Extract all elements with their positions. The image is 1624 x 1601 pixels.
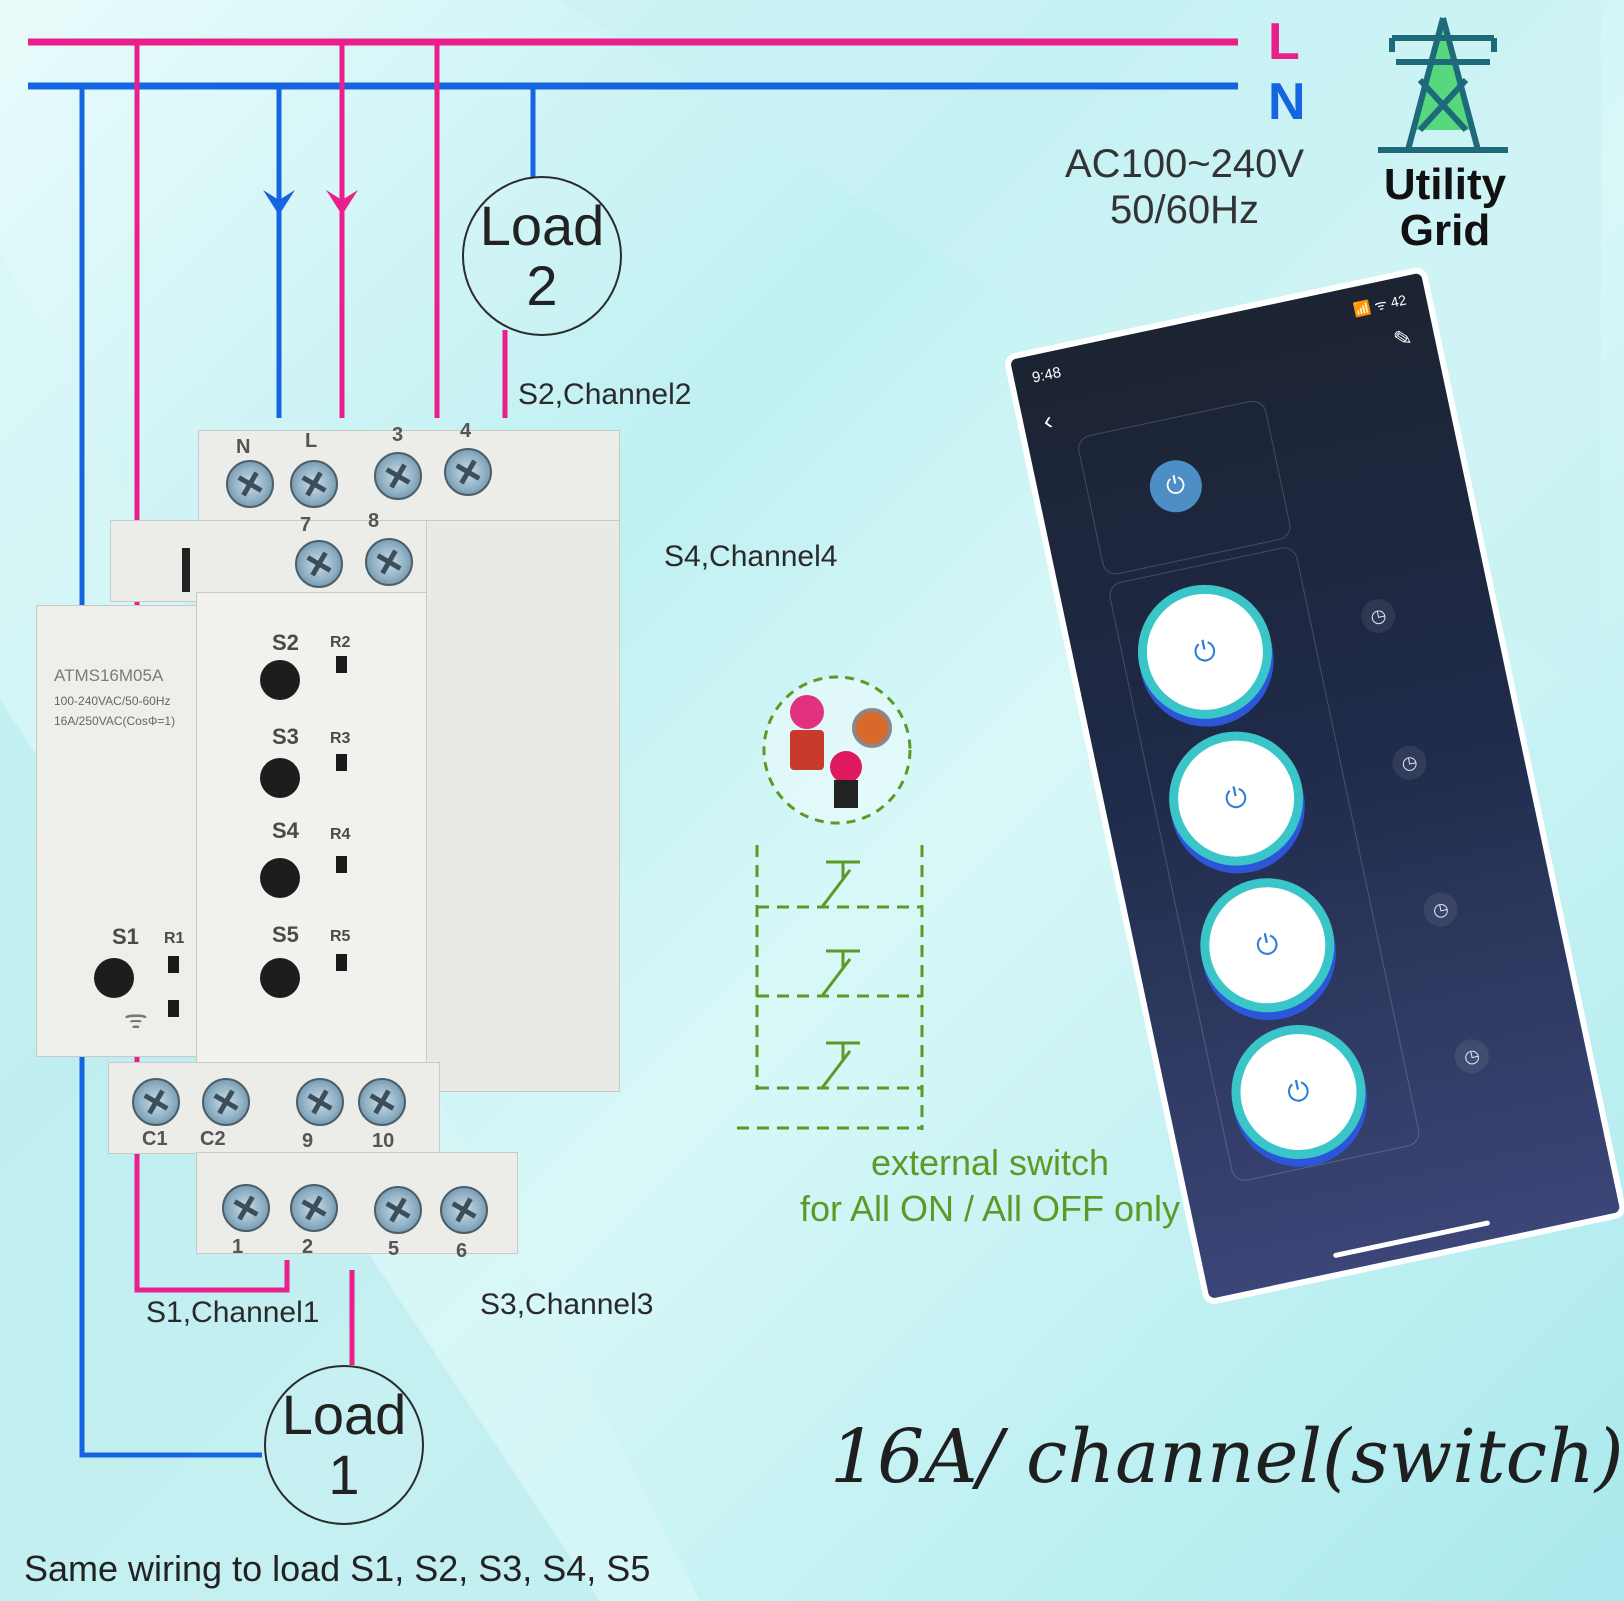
terminal-10-label: 10 [372, 1130, 395, 1152]
terminal-C1-label: C1 [142, 1128, 168, 1150]
terminal-C2-label: C2 [200, 1128, 226, 1150]
edit-icon[interactable]: ✎ [1391, 324, 1415, 353]
led-R3 [336, 754, 347, 771]
wire-N-to-load1 [79, 86, 262, 1458]
led-wifi [168, 1000, 179, 1017]
screw-3[interactable] [374, 452, 422, 500]
device-spec-voltage: 100-240VAC/50-60Hz [54, 694, 171, 708]
screw-2[interactable] [290, 1184, 338, 1232]
button-S5[interactable] [260, 958, 300, 998]
screw-9[interactable] [296, 1078, 344, 1126]
terminal-4-label: 4 [460, 420, 472, 442]
screw-L[interactable] [290, 460, 338, 508]
button-S1-label: S1 [112, 924, 139, 949]
led-R4 [336, 856, 347, 873]
led-R3-label: R3 [330, 730, 351, 747]
terminal-L-label: L [305, 430, 318, 452]
frequency-label: 50/60Hz [1110, 188, 1259, 232]
screw-C2[interactable] [202, 1078, 250, 1126]
external-switch-contacts [820, 860, 860, 1089]
led-R4-label: R4 [330, 826, 351, 843]
status-signal: 📶 ᯤ 42 [1351, 291, 1408, 319]
led-R1-label: R1 [164, 930, 185, 947]
led-R2 [336, 656, 347, 673]
status-time: 9:48 [1030, 363, 1063, 387]
button-S3[interactable] [260, 758, 300, 798]
screw-6[interactable] [440, 1186, 488, 1234]
arrow-N [263, 190, 295, 215]
load-1-circle: Load 1 [264, 1365, 424, 1525]
line-N-label: N [1268, 73, 1306, 131]
device-spec-current: 16A/250VAC(CosΦ=1) [54, 714, 176, 728]
utility-line1: Utility [1383, 160, 1507, 209]
button-S2[interactable] [260, 660, 300, 700]
load-2-number: 2 [526, 254, 558, 317]
screw-7[interactable] [295, 540, 343, 588]
screw-C1[interactable] [132, 1078, 180, 1126]
footer-note: Same wiring to load S1, S2, S3, S4, S5 [24, 1548, 651, 1589]
load-1-number: 1 [328, 1443, 360, 1506]
pylon-icon [1378, 17, 1508, 153]
clock-icon[interactable]: ◷ [1451, 1036, 1493, 1077]
arrow-L [326, 190, 358, 215]
terminal-6-label: 6 [456, 1240, 468, 1262]
terminal-7-label: 7 [300, 514, 312, 536]
slogan: 16A/ channel(switch) [830, 1414, 1624, 1500]
terminal-8-label: 8 [368, 510, 380, 532]
load-2-circle: Load 2 [462, 176, 622, 336]
screw-5[interactable] [374, 1186, 422, 1234]
external-switch-label: external switch for All ON / All OFF onl… [770, 1140, 1210, 1232]
led-R5 [336, 954, 347, 971]
wifi-icon: ᯤ [124, 1004, 148, 1034]
button-S2-label: S2 [272, 630, 299, 655]
button-S5-label: S5 [272, 922, 299, 947]
load-2-word: Load [479, 194, 605, 257]
screw-8[interactable] [365, 538, 413, 586]
back-arrow-icon[interactable]: ‹ [1040, 404, 1056, 437]
led-R5-label: R5 [330, 928, 351, 945]
load-1-word: Load [281, 1383, 407, 1446]
terminal-9-label: 9 [302, 1130, 314, 1152]
screw-10[interactable] [358, 1078, 406, 1126]
line-L-label: L [1268, 13, 1300, 71]
channel-label-s1: S1,Channel1 [146, 1296, 320, 1329]
utility-grid-label: Utility Grid [1375, 162, 1515, 254]
button-S4[interactable] [260, 858, 300, 898]
voltage-label: AC100~240V [1065, 142, 1305, 186]
utility-line2: Grid [1399, 206, 1491, 255]
screw-N[interactable] [226, 460, 274, 508]
clock-icon[interactable]: ◷ [1389, 742, 1430, 783]
device-slot [182, 548, 190, 592]
external-switch-schematic [737, 845, 924, 1130]
terminal-1-label: 1 [232, 1236, 244, 1258]
terminal-3-label: 3 [392, 424, 404, 446]
led-R1 [168, 956, 179, 973]
clock-icon[interactable]: ◷ [1358, 595, 1399, 637]
clock-icon[interactable]: ◷ [1420, 889, 1461, 930]
channel-label-s4: S4,Channel4 [664, 540, 838, 573]
side-housing [426, 520, 620, 1092]
terminal-N-label: N [236, 436, 251, 458]
terminal-2-label: 2 [302, 1236, 314, 1258]
external-switch-line1: external switch [870, 1142, 1110, 1183]
device-model: ATMS16M05A [54, 666, 164, 685]
button-S1[interactable] [94, 958, 134, 998]
button-S3-label: S3 [272, 724, 299, 749]
external-switch-line2: for All ON / All OFF only [799, 1188, 1181, 1229]
right-module [196, 592, 428, 1064]
push-button-icons [790, 695, 892, 808]
screw-1[interactable] [222, 1184, 270, 1232]
led-R2-label: R2 [330, 634, 351, 651]
screw-4[interactable] [444, 448, 492, 496]
button-S4-label: S4 [272, 818, 299, 843]
channel-label-s3: S3,Channel3 [480, 1288, 654, 1321]
channel-label-s2: S2,Channel2 [518, 378, 692, 411]
terminal-5-label: 5 [388, 1238, 400, 1260]
